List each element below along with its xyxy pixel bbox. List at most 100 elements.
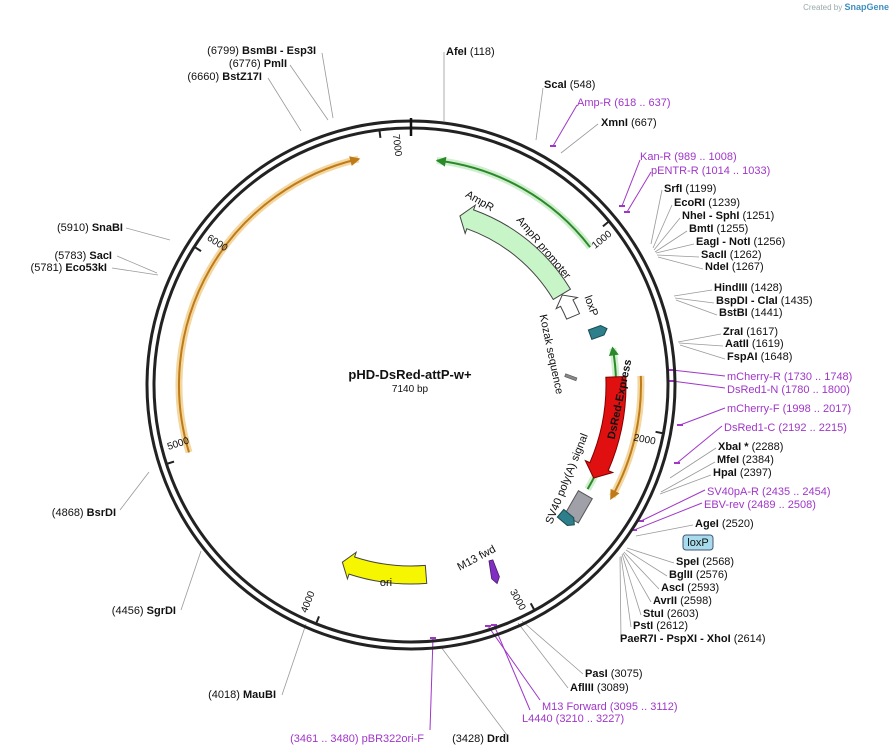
site-label: ScaI (548) bbox=[544, 79, 595, 91]
site-label: BstBI (1441) bbox=[719, 307, 783, 319]
ampr-promoter-arrow bbox=[555, 294, 581, 320]
leader-line bbox=[119, 471, 150, 511]
site-position: (4868) bbox=[52, 507, 87, 519]
site-position: (118) bbox=[467, 46, 495, 58]
primer-name: pENTR-R bbox=[651, 165, 702, 177]
primer-label: EBV-rev (2489 .. 2508) bbox=[704, 499, 816, 511]
site-name: HindIII bbox=[714, 282, 748, 294]
site-name: PmlI bbox=[264, 58, 287, 70]
site-position: (5910) bbox=[57, 222, 92, 234]
site-label: PasI (3075) bbox=[585, 668, 643, 680]
site-position: (2568) bbox=[699, 556, 734, 568]
site-name: BsrDI bbox=[87, 507, 116, 519]
site-labels: AfeI (118) ScaI (548) XmnI (667) SrfI (1199… bbox=[31, 45, 853, 745]
primer-range: (2192 .. 2215) bbox=[778, 422, 847, 434]
site-position: (1267) bbox=[729, 261, 764, 273]
leader-line bbox=[440, 646, 508, 736]
leader-line bbox=[560, 123, 599, 154]
site-position: (4456) bbox=[112, 605, 147, 617]
site-label: (5783) SacI bbox=[55, 250, 113, 262]
site-label: AscI (2593) bbox=[661, 582, 719, 594]
site-position: (1256) bbox=[750, 236, 785, 248]
green-arc-top-head bbox=[435, 156, 447, 167]
primer-range: (618 .. 637) bbox=[614, 97, 670, 109]
dsred-express-arrow bbox=[584, 375, 627, 479]
primer-name: DsRed1-C bbox=[724, 422, 778, 434]
site-position: (2603) bbox=[664, 608, 699, 620]
primer-leader bbox=[671, 369, 726, 377]
leader-line bbox=[650, 189, 663, 245]
primer-label: DsRed1-C (2192 .. 2215) bbox=[724, 422, 847, 434]
leader-line bbox=[677, 333, 722, 343]
site-label: AfeI (118) bbox=[446, 46, 495, 58]
site-position: (3075) bbox=[608, 668, 643, 680]
leader-line bbox=[656, 254, 700, 258]
site-name: BstZ17I bbox=[222, 71, 262, 83]
site-position: (6660) bbox=[187, 71, 222, 83]
leader-line bbox=[657, 256, 704, 270]
ruler-tick bbox=[602, 220, 610, 228]
primer-name: Amp-R bbox=[577, 97, 614, 109]
primer-leader bbox=[621, 159, 641, 207]
site-label: (6660) BstZ17I bbox=[187, 71, 262, 83]
ruler-tick-label: 7000 bbox=[390, 134, 404, 158]
leader-line bbox=[623, 551, 660, 590]
site-name: MauBI bbox=[243, 689, 276, 701]
primer-leader bbox=[676, 425, 723, 464]
site-label: HindIII (1428) bbox=[714, 282, 782, 294]
leader-line bbox=[620, 555, 632, 628]
site-name: XmnI bbox=[601, 117, 628, 129]
primer-leader bbox=[671, 380, 726, 389]
site-position: (2598) bbox=[677, 595, 712, 607]
site-name: BmtI bbox=[689, 223, 713, 235]
site-name: Eco53kI bbox=[65, 262, 107, 274]
site-name: SacI bbox=[89, 250, 112, 262]
site-name: EagI - NotI bbox=[696, 236, 750, 248]
primer-label: DsRed1-N (1780 .. 1800) bbox=[727, 384, 850, 396]
primer-range: (1730 .. 1748) bbox=[784, 371, 853, 383]
site-label: (4868) BsrDI bbox=[52, 507, 116, 519]
primer-label: pENTR-R (1014 .. 1033) bbox=[651, 165, 770, 177]
site-position: (2397) bbox=[737, 467, 772, 479]
orf-arc-left-head bbox=[349, 156, 361, 166]
leader-line bbox=[653, 217, 681, 251]
site-name: BsmBI - Esp3I bbox=[242, 45, 316, 57]
primer-range: (1780 .. 1800) bbox=[781, 384, 850, 396]
kozak-marker bbox=[564, 373, 578, 382]
site-position: (2612) bbox=[653, 620, 688, 632]
leader-line bbox=[111, 267, 159, 276]
site-position: (2576) bbox=[693, 569, 728, 581]
site-label: SrfI (1199) bbox=[664, 183, 716, 195]
primer-name: L4440 bbox=[522, 713, 556, 725]
primer-leader bbox=[487, 625, 541, 701]
leader-line bbox=[678, 342, 724, 347]
site-name: HpaI bbox=[713, 467, 737, 479]
site-position: (1428) bbox=[748, 282, 783, 294]
site-position: (548) bbox=[567, 79, 596, 91]
site-name: StuI bbox=[643, 608, 664, 620]
site-name: DrdI bbox=[487, 733, 509, 745]
site-label: EcoRI (1239) bbox=[674, 197, 740, 209]
site-name: NdeI bbox=[705, 261, 729, 273]
site-label: NdeI (1267) bbox=[705, 261, 764, 273]
leader-line bbox=[654, 230, 688, 253]
site-label: AatII (1619) bbox=[725, 338, 784, 350]
site-label: SpeI (2568) bbox=[676, 556, 734, 568]
site-name: PasI bbox=[585, 668, 608, 680]
ampr-arrow bbox=[459, 203, 572, 301]
site-name: ZraI bbox=[723, 326, 743, 338]
site-position: (6776) bbox=[229, 58, 264, 70]
primer-range: (3461 .. 3480) bbox=[290, 733, 362, 745]
site-name: FspAI bbox=[727, 351, 758, 363]
site-name: SnaBI bbox=[92, 222, 123, 234]
site-position: (667) bbox=[628, 117, 657, 129]
primer-name: Kan-R bbox=[640, 151, 674, 163]
primer-label: M13 Forward (3095 .. 3112) bbox=[542, 701, 678, 713]
primer-name: mCherry-R bbox=[727, 371, 784, 383]
green-arc-top bbox=[436, 159, 591, 248]
leader-line bbox=[626, 547, 675, 564]
plasmid-size: 7140 bp bbox=[392, 384, 429, 395]
site-position: (5783) bbox=[55, 250, 90, 262]
primer-label: SV40pA-R (2435 .. 2454) bbox=[707, 486, 831, 498]
site-label: StuI (2603) bbox=[643, 608, 699, 620]
